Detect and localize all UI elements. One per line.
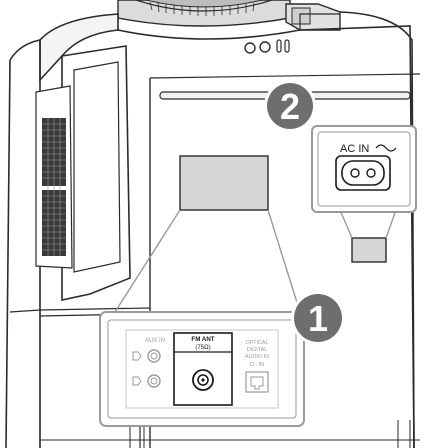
- fm-ant-impedance: (75Ω): [195, 345, 210, 351]
- aux-in-label: AUX IN: [145, 338, 165, 344]
- zoom-line-1b: [268, 210, 300, 312]
- rear-ac-socket-area: [352, 238, 386, 262]
- callout-badge-1: 1: [291, 291, 345, 345]
- ac-pin-right: [367, 169, 375, 177]
- callout-badge-2: 2: [264, 80, 316, 132]
- zoom-line-2a: [340, 210, 352, 238]
- callout-number-1: 1: [308, 298, 328, 339]
- fm-ant-box: [174, 333, 232, 405]
- ac-inlet: [342, 161, 384, 185]
- top-dial: [118, 0, 290, 26]
- rear-input-socket-area: [180, 156, 268, 210]
- optical-label-line2: DIGITAL: [247, 347, 268, 353]
- inputs-zoom-panel: AUX IN FM ANT (75Ω) OPTICAL DIGITAL AUDI…: [100, 312, 304, 426]
- optical-label-line3: AUDIO IN: [245, 354, 269, 360]
- fm-ant-label: FM ANT: [191, 336, 214, 343]
- ac-in-label: AC IN: [340, 143, 369, 155]
- optical-label-line1: OPTICAL: [245, 340, 268, 346]
- ac-in-zoom-panel: AC IN: [312, 126, 416, 212]
- callout-number-2: 2: [280, 86, 300, 127]
- optical-label-line4: D - IN: [250, 362, 264, 368]
- ac-pin-left: [351, 169, 359, 177]
- zoom-line-2b: [386, 210, 396, 238]
- top-buttons: [245, 40, 289, 53]
- top-handle: [286, 4, 340, 30]
